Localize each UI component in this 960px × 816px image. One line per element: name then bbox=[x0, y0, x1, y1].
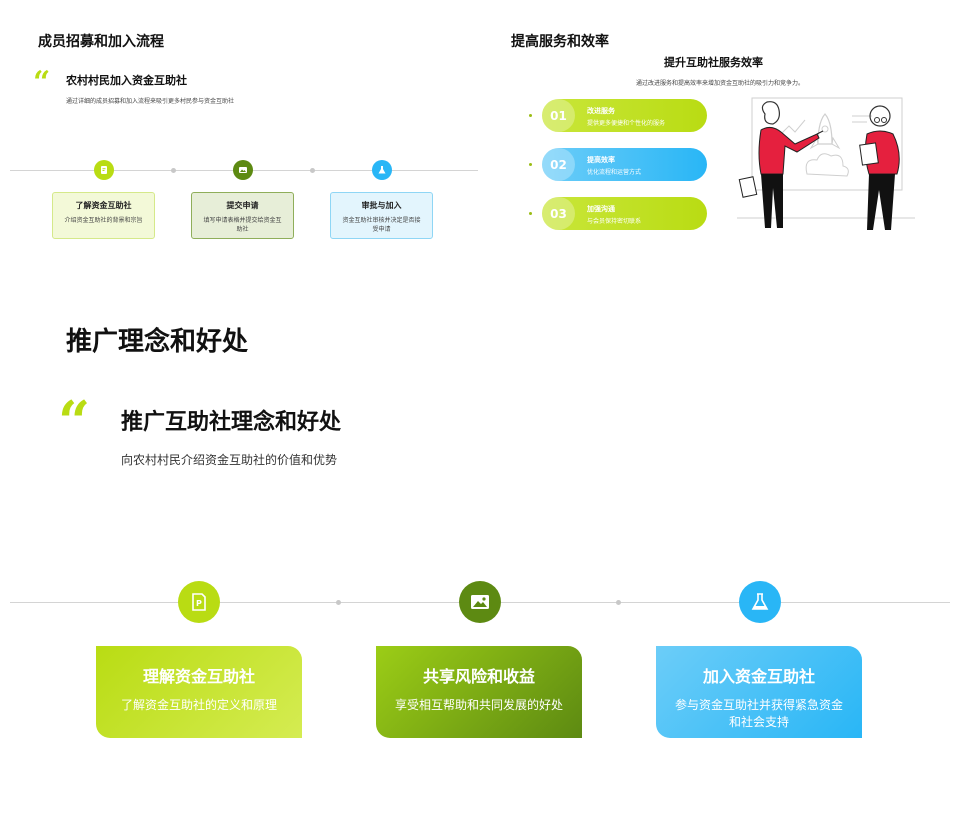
timeline-dot bbox=[529, 212, 532, 215]
timeline-dot bbox=[616, 600, 621, 605]
timeline-dot bbox=[529, 114, 532, 117]
document-icon bbox=[94, 160, 114, 180]
image-icon bbox=[233, 160, 253, 180]
section-title: 提高服务和效率 bbox=[511, 34, 609, 50]
step-desc: 资金互助社审核并决定是否接受申请 bbox=[342, 217, 421, 233]
card-title: 理解资金互助社 bbox=[142, 667, 255, 686]
slide-subheading: 通过详细的成员招募和加入流程来吸引更多村民参与资金互助社 bbox=[66, 98, 235, 105]
slide-subheading: 向农村村民介绍资金互助社的价值和优势 bbox=[121, 453, 338, 467]
document-icon: P bbox=[178, 581, 220, 623]
benefit-card: 理解资金互助社 了解资金互助社的定义和原理 bbox=[96, 646, 302, 738]
step-title: 审批与加入 bbox=[361, 201, 402, 210]
step-title: 了解资金互助社 bbox=[75, 201, 132, 210]
card-title: 加入资金互助社 bbox=[702, 667, 815, 686]
section-title: 成员招募和加入流程 bbox=[38, 34, 164, 50]
step-desc: 介绍资金互助社的背景和宗旨 bbox=[64, 217, 143, 224]
slide-heading: 推广互助社理念和好处 bbox=[121, 410, 342, 435]
item-title: 提高效率 bbox=[587, 156, 615, 164]
timeline-dot bbox=[336, 600, 341, 605]
card-title: 共享风险和收益 bbox=[422, 667, 535, 686]
step-card: 审批与加入 资金互助社审核并决定是否接受申请 bbox=[330, 192, 433, 239]
item-number: 03 bbox=[542, 197, 575, 230]
quote-icon: “ bbox=[33, 65, 51, 100]
timeline-dot bbox=[310, 168, 315, 173]
item-number: 02 bbox=[542, 148, 575, 181]
quote-icon: “ bbox=[58, 389, 91, 455]
card-desc: 参与资金互助社并获得紧急资金和社会支持 bbox=[674, 698, 843, 730]
slide-subheading: 通过改进服务和提高效率来增加资金互助社的吸引力和竞争力。 bbox=[636, 80, 805, 87]
benefit-card: 共享风险和收益 享受相互帮助和共同发展的好处 bbox=[376, 646, 582, 738]
item-desc: 与会员保持密切联系 bbox=[587, 218, 642, 225]
item-number: 01 bbox=[542, 99, 575, 132]
people-presenting-rocket-illustration bbox=[737, 94, 917, 244]
section-title: 推广理念和好处 bbox=[66, 327, 249, 357]
slide-heading: 提升互助社服务效率 bbox=[664, 56, 763, 69]
list-item: 03 加强沟通 与会员保持密切联系 bbox=[542, 197, 707, 230]
step-desc: 填写申请表格并提交给资金互助社 bbox=[203, 217, 282, 233]
item-title: 改进服务 bbox=[587, 107, 615, 115]
list-item: 01 改进服务 提供更多便捷和个性化的服务 bbox=[542, 99, 707, 132]
slide-heading: 农村村民加入资金互助社 bbox=[66, 74, 187, 87]
step-card: 了解资金互助社 介绍资金互助社的背景和宗旨 bbox=[52, 192, 155, 239]
item-desc: 提供更多便捷和个性化的服务 bbox=[587, 120, 666, 127]
item-desc: 优化流程和运营方式 bbox=[587, 169, 642, 176]
step-card: 提交申请 填写申请表格并提交给资金互助社 bbox=[191, 192, 294, 239]
flask-icon bbox=[739, 581, 781, 623]
timeline-dot bbox=[171, 168, 176, 173]
flask-icon bbox=[372, 160, 392, 180]
item-title: 加强沟通 bbox=[587, 205, 615, 213]
list-item: 02 提高效率 优化流程和运营方式 bbox=[542, 148, 707, 181]
card-desc: 了解资金互助社的定义和原理 bbox=[120, 698, 277, 712]
image-icon bbox=[459, 581, 501, 623]
benefit-card: 加入资金互助社 参与资金互助社并获得紧急资金和社会支持 bbox=[656, 646, 862, 738]
timeline-dot bbox=[529, 163, 532, 166]
step-title: 提交申请 bbox=[226, 201, 259, 210]
card-desc: 享受相互帮助和共同发展的好处 bbox=[394, 698, 563, 712]
svg-text:P: P bbox=[196, 599, 202, 608]
